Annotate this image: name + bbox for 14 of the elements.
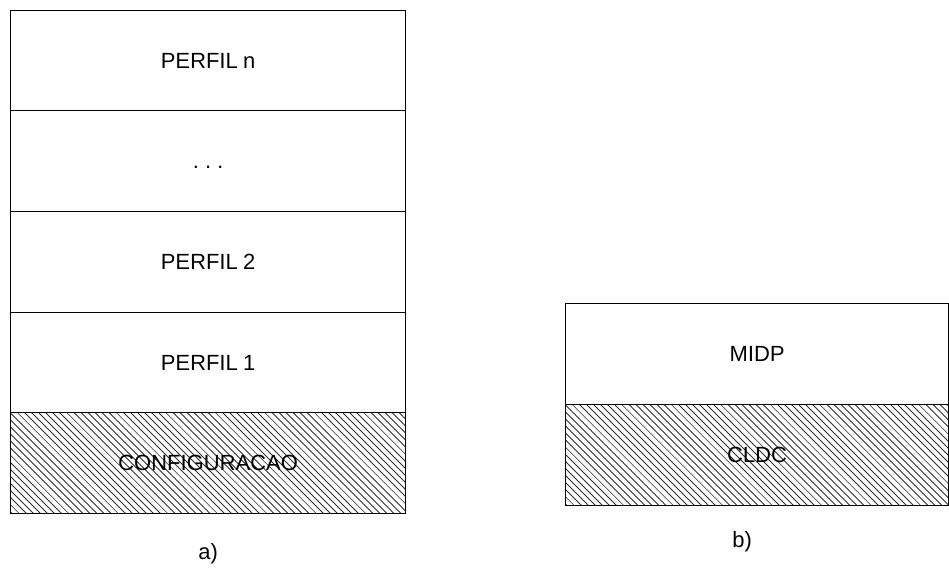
hatched-layer-box xyxy=(565,404,949,506)
layer-box xyxy=(10,110,406,212)
layer-label: PERFIL 2 xyxy=(160,249,256,275)
layer-label: MIDP xyxy=(730,341,784,367)
layer-label: PERFIL n xyxy=(160,48,256,74)
layer-label: PERFIL 1 xyxy=(160,350,256,376)
layer-box xyxy=(565,303,949,405)
layer-box xyxy=(10,312,406,413)
panel-label: a) xyxy=(198,539,218,565)
layer-box xyxy=(10,211,406,313)
layer-label: . . . xyxy=(192,148,224,174)
panel-label: b) xyxy=(732,527,752,553)
hatched-layer-box xyxy=(10,412,406,514)
layer-box xyxy=(10,10,406,111)
